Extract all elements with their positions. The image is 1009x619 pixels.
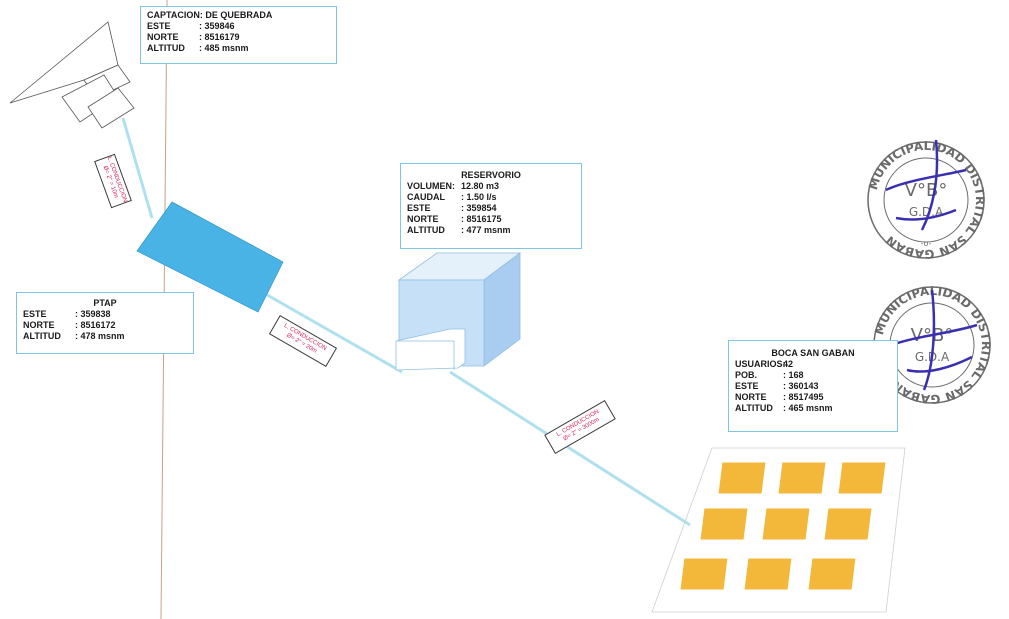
captacion-altitud-label: ALTITUD [147, 43, 185, 53]
pipe-ptap-reservoir [261, 290, 403, 374]
reservorio-title: RESERVORIO [461, 170, 521, 180]
captacion-este-value: : 359846 [199, 21, 235, 31]
boca-title: BOCA SAN GABAN [771, 348, 855, 358]
reservorio-norte-label: NORTE [407, 214, 439, 224]
signature-mark [891, 289, 978, 391]
stamp-separator: -o- [921, 239, 932, 248]
house-lot-3 [837, 461, 887, 495]
reservoir-structure [395, 252, 522, 371]
house-lot-2 [777, 461, 827, 495]
house-lot-6 [823, 507, 873, 541]
boca-este-value: : 360143 [783, 381, 819, 391]
reservorio-volumen-value: 12.80 m3 [461, 181, 500, 191]
ptap-title: PTAP [93, 298, 117, 308]
house-lot-7 [679, 557, 729, 591]
reservorio-este-value: : 359854 [461, 203, 497, 213]
reservorio-caudal-value: : 1.50 l/s [461, 192, 497, 202]
house-lot-5 [761, 507, 811, 541]
captacion-altitud-value: : 485 msnm [199, 43, 249, 53]
boca-usuarios-label: USUARIOS: [735, 359, 786, 369]
ptap-este-value: : 359838 [75, 309, 111, 319]
boca-este-label: ESTE [735, 381, 759, 391]
pipe-captacion-ptap [121, 117, 154, 219]
reservorio-este-label: ESTE [407, 203, 431, 213]
ptap-altitud-label: ALTITUD [23, 331, 61, 341]
ptap-norte-value: : 8516172 [75, 320, 116, 330]
houses-grid-outline [651, 447, 906, 613]
reservorio-norte-value: : 8516175 [461, 214, 502, 224]
house-lot-1 [717, 461, 767, 495]
ptap-structure [136, 201, 284, 313]
captacion-norte-value: : 8516179 [199, 32, 240, 42]
boca-altitud-label: ALTITUD [735, 403, 773, 413]
ptap-altitud-value: : 478 msnm [75, 331, 125, 341]
house-lot-4 [699, 507, 749, 541]
house-lot-9 [807, 557, 857, 591]
reservorio-volumen-label: VOLUMEN: [407, 181, 455, 191]
reservorio-altitud-value: : 477 msnm [461, 225, 511, 235]
boca-altitud-value: : 465 msnm [783, 403, 833, 413]
boca-usuarios-value: 42 [783, 359, 794, 369]
captacion-este-label: ESTE [147, 21, 171, 31]
signature-mark [885, 139, 967, 231]
pipe-reservoir-boca [449, 370, 691, 527]
captacion-info-box: CAPTACION: DE QUEBRADA ESTE : 359846 NORT… [140, 6, 337, 64]
ptap-norte-label: NORTE [23, 320, 55, 330]
seal-stamp-top: MUNICIPALIDAD DISTRITAL SAN GABAN V°B° G… [866, 139, 987, 261]
conduction-pipes [121, 117, 691, 527]
captacion-structure [9, 21, 135, 129]
captacion-title: CAPTACION: DE QUEBRADA [147, 10, 273, 20]
reservorio-info-box: RESERVORIO VOLUMEN: 12.80 m3 CAUDAL : 1.50… [400, 163, 582, 249]
boca-info-box: BOCA SAN GABAN USUARIOS:42 POB. : 168 EST… [728, 340, 898, 432]
ptap-info-box: PTAP ESTE : 359838 NORTE : 8516172 ALTITUD… [16, 292, 194, 354]
captacion-norte-label: NORTE [147, 32, 179, 42]
houses-grid [651, 447, 906, 613]
boca-pob-label: POB. [735, 370, 758, 380]
ptap-este-label: ESTE [23, 309, 47, 319]
reservorio-caudal-label: CAUDAL [407, 192, 445, 202]
stamp-center-top: V°B° [905, 180, 948, 201]
boca-norte-label: NORTE [735, 392, 767, 402]
reservorio-altitud-label: ALTITUD [407, 225, 445, 235]
boca-pob-value: : 168 [783, 370, 804, 380]
house-lot-8 [743, 557, 793, 591]
boca-norte-value: : 8517495 [783, 392, 824, 402]
